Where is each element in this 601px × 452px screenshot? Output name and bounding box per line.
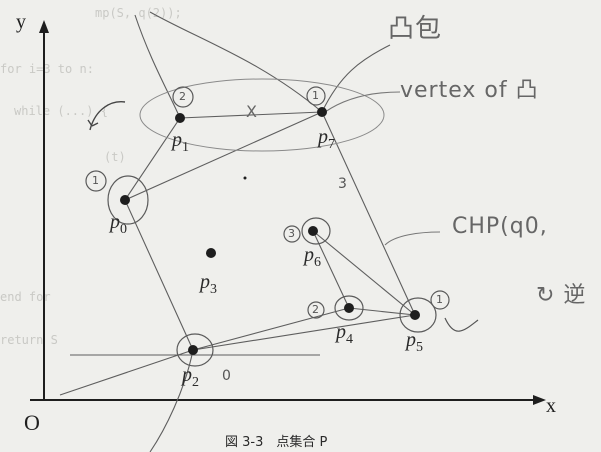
ghost-code-line: (t) [104, 150, 126, 164]
stray-dot [243, 176, 247, 180]
origin-label: O [24, 410, 40, 435]
handwritten-vertex-note: vertex of 凸 [400, 78, 539, 103]
y-axis-arrow [39, 20, 49, 33]
x-axis-label: x [546, 395, 556, 417]
point-p3 [206, 248, 216, 258]
point-label-p5: p5 [406, 329, 423, 355]
order-mark: 3 [338, 176, 347, 192]
order-mark: 1 [92, 174, 99, 187]
point-p4 [344, 303, 354, 313]
y-axis-label: y [16, 11, 26, 33]
x-axis-arrow [533, 395, 546, 405]
order-mark: 2 [312, 303, 319, 316]
point-p6 [308, 226, 318, 236]
point-circles [85, 86, 450, 367]
order-mark: 1 [436, 293, 443, 306]
ghost-code-line: mp(S, q(2)); [95, 6, 182, 20]
handwritten-chp-note: CHP(q0, [452, 214, 548, 239]
point-p5 [410, 310, 420, 320]
point-label-p0: p0 [110, 211, 127, 237]
point-p0 [120, 195, 130, 205]
ghost-code-line: for i=3 to n: [0, 62, 94, 76]
order-mark: 3 [288, 227, 295, 240]
point-label-p4: p4 [336, 321, 353, 347]
vertex-ellipse [139, 78, 385, 152]
point-label-p1: p1 [172, 129, 189, 155]
point-label-p7: p7 [318, 126, 335, 152]
handwritten-x-mark: X [246, 102, 258, 121]
point-p2 [188, 345, 198, 355]
hull-lines [59, 11, 416, 452]
handwritten-ccw-note: ↻ 逆 [536, 283, 587, 308]
ghost-code-line: end for [0, 290, 51, 304]
point-dots [120, 107, 420, 355]
order-mark: 0 [222, 368, 231, 384]
point-label-p6: p6 [304, 244, 321, 270]
figure-caption: 図 3-3 点集合 P [225, 435, 328, 450]
order-mark: 1 [312, 89, 319, 102]
point-p1 [175, 113, 185, 123]
handwritten-convex-hull: 凸包 [388, 14, 443, 44]
point-label-p3: p3 [200, 271, 217, 297]
point-label-p2: p2 [182, 364, 199, 390]
point-p7 [317, 107, 327, 117]
order-mark: 2 [179, 90, 186, 103]
ghost-code-line: while (...) { [14, 104, 108, 118]
